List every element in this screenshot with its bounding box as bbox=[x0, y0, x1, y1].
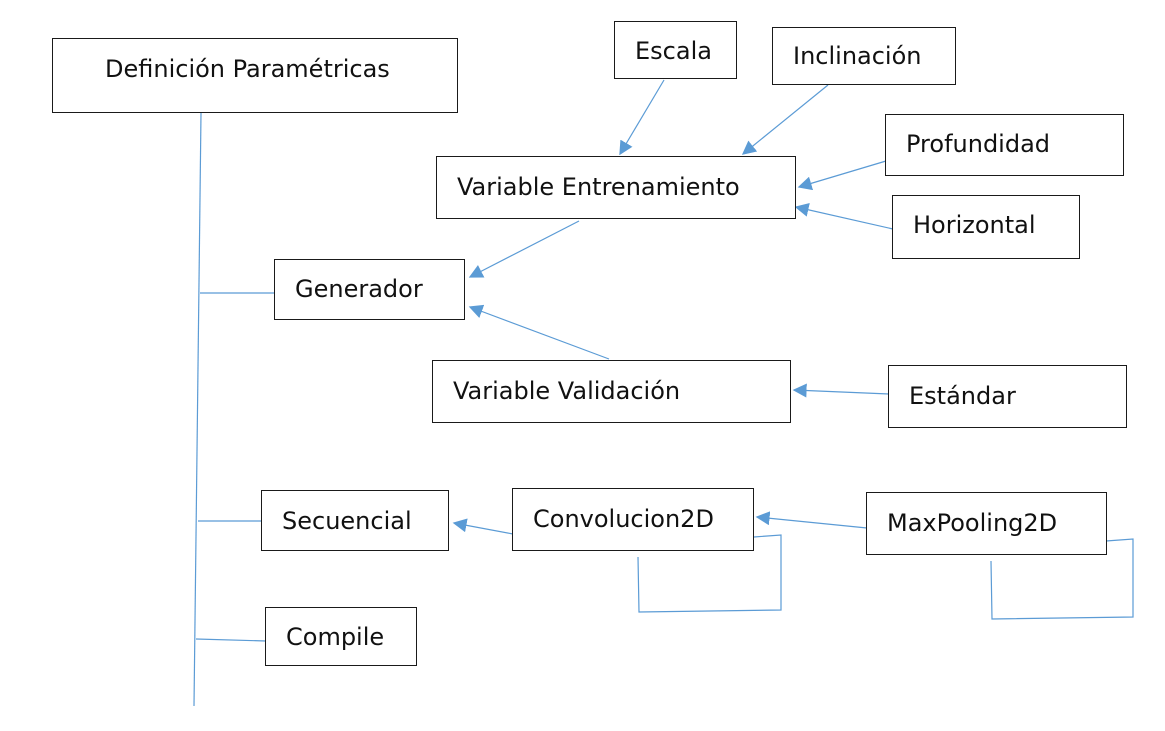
node-label: Variable Validación bbox=[453, 377, 681, 405]
edge-variable-validacion-generador bbox=[468, 304, 610, 360]
edge-estandar-variable-validacion bbox=[792, 383, 890, 398]
node-label: Compile bbox=[286, 623, 385, 651]
node-label: Secuencial bbox=[282, 507, 412, 535]
edge-variable-entrenamiento-generador bbox=[468, 220, 580, 278]
node-maxpooling2d: MaxPooling2D bbox=[866, 492, 1107, 555]
edge-profundidad-variable-entrenamiento bbox=[797, 160, 887, 191]
node-horizontal: Horizontal bbox=[892, 195, 1080, 259]
node-generador: Generador bbox=[274, 259, 465, 320]
node-label: Definición Paramétricas bbox=[105, 55, 390, 83]
node-estandar: Estándar bbox=[888, 365, 1127, 428]
loop-maxpooling2d bbox=[990, 538, 1134, 620]
trunk-line bbox=[193, 112, 202, 707]
loop-convolucion2d bbox=[637, 534, 782, 613]
node-label: Horizontal bbox=[913, 211, 1036, 239]
node-label: Inclinación bbox=[793, 42, 922, 70]
node-variable-entrenamiento: Variable Entrenamiento bbox=[436, 156, 796, 219]
edge-definicion-compile bbox=[195, 638, 267, 642]
node-definicion-parametricas: Definición Paramétricas bbox=[52, 38, 458, 113]
node-label: Estándar bbox=[909, 382, 1016, 410]
edge-maxpooling2d-convolucion2d bbox=[755, 511, 868, 529]
node-profundidad: Profundidad bbox=[885, 114, 1124, 176]
edge-escala-variable-entrenamiento bbox=[619, 79, 665, 156]
node-label: Profundidad bbox=[906, 130, 1051, 158]
node-escala: Escala bbox=[614, 21, 737, 79]
edge-horizontal-variable-entrenamiento bbox=[794, 202, 894, 230]
node-label: Convolucion2D bbox=[533, 505, 714, 533]
node-label: MaxPooling2D bbox=[887, 509, 1058, 537]
node-convolucion2d: Convolucion2D bbox=[512, 488, 754, 551]
node-inclinacion: Inclinación bbox=[772, 27, 956, 85]
node-compile: Compile bbox=[265, 607, 417, 666]
edge-convolucion2d-secuencial bbox=[452, 518, 514, 535]
node-variable-validacion: Variable Validación bbox=[432, 360, 791, 423]
node-label: Escala bbox=[635, 37, 712, 65]
node-label: Generador bbox=[295, 275, 423, 303]
edge-inclinacion-variable-entrenamiento bbox=[741, 84, 829, 155]
node-label: Variable Entrenamiento bbox=[457, 173, 740, 201]
node-secuencial: Secuencial bbox=[261, 490, 449, 551]
